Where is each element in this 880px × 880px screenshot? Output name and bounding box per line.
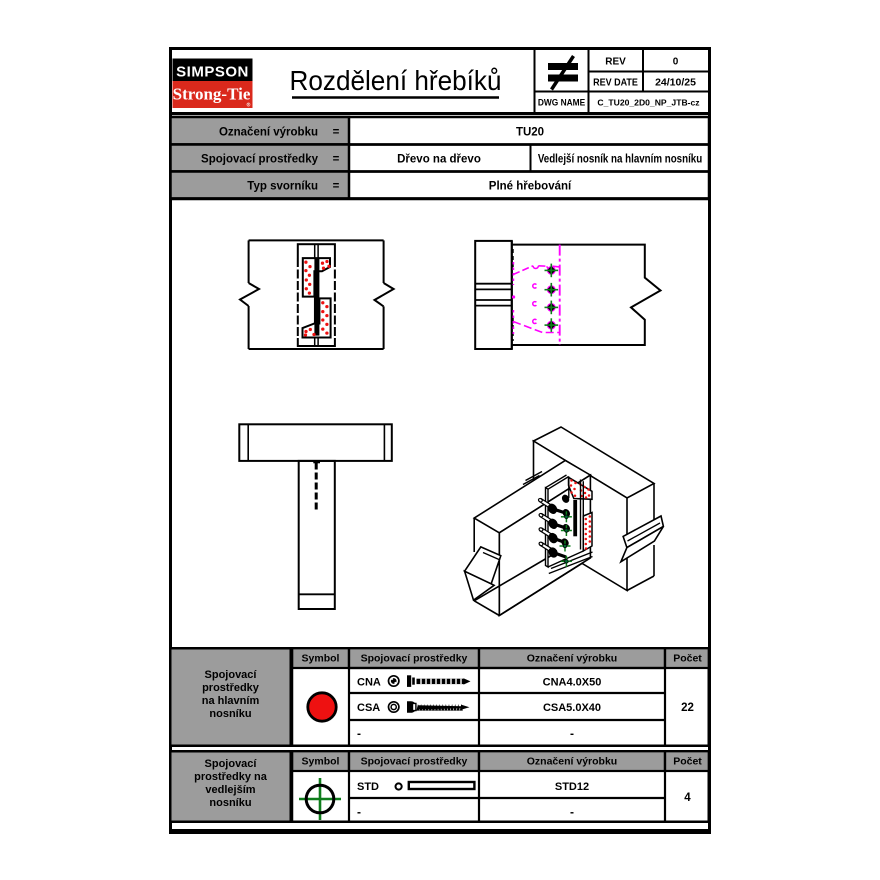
svg-text:DWG NAME: DWG NAME (538, 97, 585, 108)
svg-text:STD: STD (357, 781, 379, 793)
svg-text:-: - (570, 805, 574, 819)
svg-text:Označení výrobku: Označení výrobku (527, 653, 617, 665)
svg-text:prostředky: prostředky (202, 682, 260, 694)
svg-text:na hlavním: na hlavním (202, 695, 260, 707)
svg-text:=: = (333, 127, 340, 139)
svg-text:Typ svorníku: Typ svorníku (247, 181, 318, 193)
svg-text:Spojovací: Spojovací (205, 669, 258, 681)
svg-text:CNA: CNA (357, 677, 381, 689)
svg-text:TU20: TU20 (516, 127, 544, 139)
svg-text:REV: REV (605, 57, 626, 68)
svg-text:vedlejším: vedlejším (205, 784, 255, 796)
svg-text:-: - (357, 727, 361, 741)
svg-text:24/10/25: 24/10/25 (655, 76, 696, 88)
svg-text:Spojovací prostředky: Spojovací prostředky (361, 653, 468, 665)
svg-text:Dřevo na dřevo: Dřevo na dřevo (397, 154, 481, 166)
svg-text:Počet: Počet (673, 756, 702, 768)
svg-text:Symbol: Symbol (302, 653, 340, 665)
svg-text:Spojovací: Spojovací (205, 758, 258, 770)
svg-text:Symbol: Symbol (302, 756, 340, 768)
svg-text:Spojovací prostředky: Spojovací prostředky (361, 756, 468, 768)
svg-text:®: ® (247, 102, 251, 109)
svg-text:22: 22 (681, 702, 694, 714)
svg-text:-: - (570, 727, 574, 741)
svg-text:=: = (333, 181, 340, 193)
svg-text:-: - (357, 805, 361, 819)
svg-text:Počet: Počet (673, 653, 702, 665)
svg-text:STD12: STD12 (555, 781, 589, 793)
svg-text:Plné hřebování: Plné hřebování (489, 181, 572, 193)
svg-text:REV DATE: REV DATE (593, 77, 638, 89)
svg-text:prostředky na: prostředky na (194, 771, 268, 783)
svg-text:Označení výrobku: Označení výrobku (527, 756, 617, 768)
svg-text:4: 4 (684, 792, 691, 804)
svg-text:CNA4.0X50: CNA4.0X50 (543, 677, 602, 689)
svg-text:Strong-Tie: Strong-Tie (173, 85, 251, 104)
svg-text:SIMPSON: SIMPSON (176, 64, 249, 81)
svg-text:Vedlejší nosník na hlavním nos: Vedlejší nosník na hlavním nosníku (538, 153, 702, 166)
svg-text:nosníku: nosníku (209, 708, 251, 720)
svg-text:C_TU20_2D0_NP_JTB-cz: C_TU20_2D0_NP_JTB-cz (597, 97, 699, 107)
svg-text:0: 0 (673, 57, 679, 68)
svg-text:nosníku: nosníku (209, 797, 251, 809)
svg-text:CSA5.0X40: CSA5.0X40 (543, 702, 601, 714)
svg-text:Označení výrobku: Označení výrobku (219, 127, 318, 139)
svg-text:Rozdělení hřebíků: Rozdělení hřebíků (290, 65, 502, 96)
svg-text:CSA: CSA (357, 702, 380, 714)
svg-text:=: = (333, 154, 340, 166)
svg-text:Spojovací prostředky: Spojovací prostředky (201, 154, 319, 166)
